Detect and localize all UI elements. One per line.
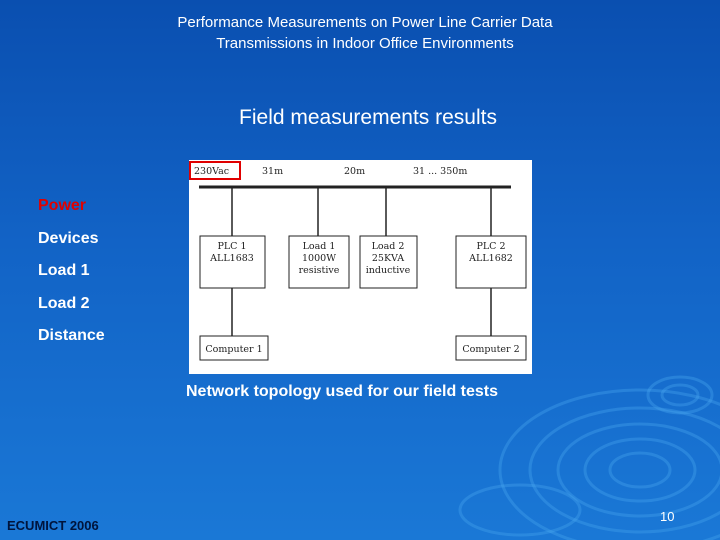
page-number: 10 (660, 509, 675, 524)
box-load-1-line1: Load 1 (303, 241, 336, 252)
computer-2-label: Computer 2 (462, 344, 519, 355)
voltage-box (189, 161, 241, 180)
topology-svg: 230Vac 31m 20m 31 ... 350m PLC 1 ALL1683… (189, 161, 527, 361)
header-line-2: Transmissions in Indoor Office Environme… (216, 35, 514, 52)
box-load-1-line2: 1000W (302, 253, 336, 264)
computer-1-label: Computer 1 (205, 344, 262, 355)
slide-subtitle: Field measurements results (239, 106, 497, 129)
header-line-1: Performance Measurements on Power Line C… (177, 14, 553, 31)
topology-diagram: 230Vac 31m 20m 31 ... 350m PLC 1 ALL1683… (189, 160, 532, 374)
distance-3: 31 ... 350m (413, 166, 467, 177)
box-computer-1 (199, 335, 269, 361)
voltage-label: 230Vac (194, 166, 229, 177)
box-computer-2 (455, 335, 527, 361)
box-load-2-line3: inductive (366, 265, 411, 276)
distance-2: 20m (344, 166, 365, 177)
box-load-2 (359, 235, 418, 289)
box-load-2-line1: Load 2 (372, 241, 405, 252)
box-plc-2 (455, 235, 527, 289)
label-power: Power (38, 197, 87, 214)
label-load-2: Load 2 (38, 294, 90, 312)
label-load-1: Load 1 (38, 262, 90, 279)
label-devices: Devices (38, 229, 99, 247)
label-distance: Distance (38, 327, 105, 344)
slide-header: Performance Measurements on Power Line C… (0, 12, 720, 54)
box-plc-1-line2: ALL1683 (209, 253, 254, 264)
box-load-2-line2: 25KVA (372, 253, 404, 264)
box-plc-2-line1: PLC 2 (476, 241, 505, 252)
box-plc-1-line1: PLC 1 (217, 241, 246, 252)
diagram-caption: Network topology used for our field test… (186, 383, 499, 400)
box-load-1-line3: resistive (299, 265, 340, 276)
box-plc-1 (199, 235, 266, 289)
distance-1: 31m (262, 166, 283, 177)
box-load-1 (288, 235, 350, 289)
box-plc-2-line2: ALL1682 (468, 253, 513, 264)
label-list: Power Devices Load 1 Load 2 Distance (38, 196, 105, 359)
footer-conference: ECUMICT 2006 (7, 518, 99, 533)
